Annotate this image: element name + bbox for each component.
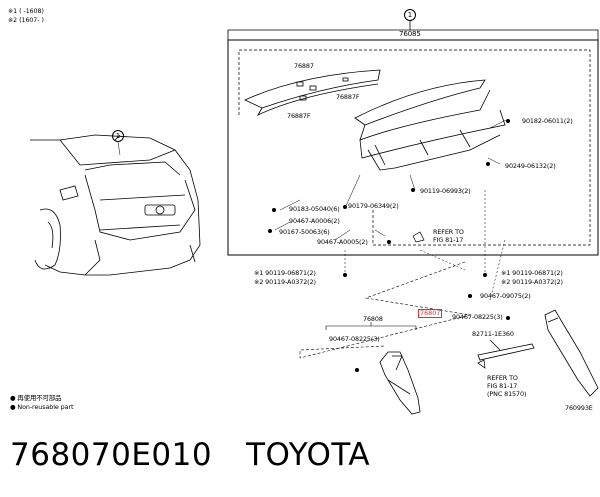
label-refer1-b[interactable]: FIG 81-17 — [433, 236, 464, 244]
fastener-symbols — [268, 119, 510, 372]
assembly-number: 76085 — [399, 30, 421, 38]
label-90119-06993[interactable]: 90119-06993(2) — [420, 187, 471, 195]
label-90467-08225-right[interactable]: 90467-08225(3) — [452, 313, 503, 321]
seal-strip — [477, 339, 535, 361]
lower-dashed-guide — [299, 261, 471, 359]
label-90467-a0005[interactable]: 90467-A0005(2) — [317, 238, 368, 246]
label-90249[interactable]: 90249-06132(2) — [505, 162, 556, 170]
label-90467-a0006[interactable]: 90467-A0006(2) — [289, 217, 340, 225]
label-76887f-b[interactable]: 76887F — [287, 112, 311, 120]
label-82711[interactable]: 82711-1E360 — [472, 330, 514, 338]
callout-1: 1 — [404, 9, 416, 21]
label-refer2-a[interactable]: REFER TO — [487, 374, 518, 382]
note-1: ※1 ( -1608) — [8, 8, 44, 15]
label-90182[interactable]: 90182-06011(2) — [522, 117, 573, 125]
assembly-box — [227, 39, 599, 256]
garnish-right — [544, 309, 599, 397]
spoiler-main — [354, 79, 506, 171]
part-caption: 768070E010 TOYOTA — [10, 437, 370, 473]
spoiler-cover-small — [244, 69, 381, 116]
part-number: 768070E010 — [10, 437, 213, 473]
label-90467-08225-left[interactable]: 90467-08225(3) — [329, 335, 380, 343]
vehicle-sketch — [30, 134, 201, 276]
assembly-bracket — [227, 29, 599, 40]
label-90467-09075[interactable]: 90467-09075(2) — [480, 292, 531, 300]
label-90179[interactable]: 90179-06349(2) — [348, 202, 399, 210]
label-76887f-a[interactable]: 76887F — [336, 93, 360, 101]
label-90183[interactable]: 90183-05040(6) — [289, 205, 340, 213]
label-90119-a0372-right[interactable]: ※2 90119-A0372(2) — [501, 278, 563, 286]
label-90119-a0372-left[interactable]: ※2 90119-A0372(2) — [254, 278, 316, 286]
label-76808[interactable]: 76808 — [363, 315, 383, 323]
legend-nonreusable-jp: ● 再使用不可部品 — [10, 394, 62, 402]
callout-1-vehicle: 1 — [112, 130, 124, 142]
note-2: ※2 (1607- ) — [8, 17, 44, 24]
label-76887[interactable]: 76887 — [294, 62, 314, 70]
inner-dashed-frame — [238, 49, 591, 246]
label-refer1-a[interactable]: REFER TO — [433, 228, 464, 236]
leader-lines — [274, 119, 507, 241]
brand-name: TOYOTA — [246, 437, 371, 473]
label-76807-highlighted[interactable]: 76807 — [418, 309, 443, 318]
figure-code: 760993E — [565, 404, 593, 412]
garnish-left — [379, 351, 421, 415]
label-refer2-b[interactable]: FIG 81-17 — [487, 382, 518, 390]
label-90119-06871-left[interactable]: ※1 90119-06871(2) — [254, 269, 316, 277]
label-90119-06871-right[interactable]: ※1 90119-06871(2) — [501, 269, 563, 277]
label-90167[interactable]: 90167-50063(6) — [279, 228, 330, 236]
label-refer2-c[interactable]: (PNC 81570) — [487, 390, 527, 398]
legend-nonreusable-en: ● Non-reusable part — [10, 403, 74, 411]
